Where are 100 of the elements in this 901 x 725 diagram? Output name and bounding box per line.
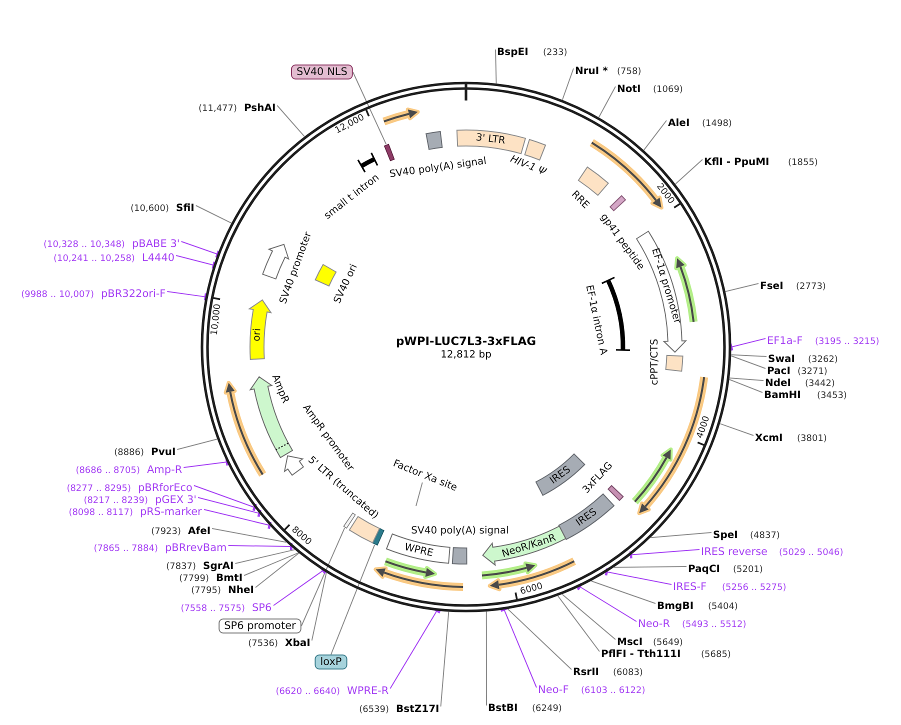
leader-line — [613, 566, 687, 568]
restriction-site-label: SpeI (4837) — [713, 530, 780, 541]
feature-block: ori — [248, 300, 272, 360]
scale-label: 10,000 — [210, 303, 224, 336]
primer-label: (8217 .. 8239) pGEX 3' — [84, 494, 197, 506]
restriction-site-label: XcmI (3801) — [755, 433, 827, 444]
leader-line — [486, 611, 487, 706]
leader-line — [273, 566, 326, 606]
leader-line — [176, 438, 218, 450]
restriction-site-label: PflFI - Tth111I (5685) — [601, 649, 731, 660]
leader-line — [193, 485, 258, 512]
leader-line — [562, 68, 574, 100]
primer-label: EF1a-F (3195 .. 3215) — [767, 335, 880, 347]
primer-label: (10,241 .. 10,258) L4440 — [54, 252, 175, 264]
orf-segment — [224, 380, 266, 476]
restriction-site-label: (7795) NheI — [191, 585, 254, 596]
feature-callout: SV40 NLS — [291, 64, 353, 80]
restriction-site-label: NotI (1069) — [617, 84, 683, 95]
restriction-site-label: FseI (2773) — [760, 281, 826, 292]
orf-segment — [482, 562, 538, 580]
leader-line — [507, 608, 572, 670]
plasmid-name: pWPI-LUC7L3-3xFLAG — [396, 334, 536, 348]
restriction-site-label: RsrII (6083) — [573, 667, 643, 678]
restriction-site-label: KflI - PpuMI (1855) — [704, 157, 818, 168]
primer-label: (8277 .. 8295) pBRforEco — [66, 482, 192, 494]
feature-callout: SP6 promoter — [218, 618, 302, 634]
restriction-site-label: NdeI (3442) — [765, 378, 835, 389]
leader-line — [352, 72, 387, 145]
restriction-site-label: (7536) XbaI — [248, 638, 310, 649]
feature-label: SV40 ori — [332, 262, 360, 306]
restriction-site-label: PacI (3271) — [767, 366, 828, 377]
leader-line — [562, 594, 616, 640]
orf-segment — [384, 558, 437, 579]
leader-line — [228, 543, 292, 550]
leader-line — [276, 105, 305, 137]
primer-label: (7865 .. 7884) pBRrevBam — [94, 542, 227, 554]
leader-line — [720, 423, 754, 436]
leader-line — [204, 509, 272, 529]
primer-label: Neo-F (6103 .. 6122) — [538, 684, 646, 696]
feature-callout: loxP — [314, 654, 348, 670]
leader-line — [255, 552, 300, 588]
restriction-site-label: (7923) AfeI — [151, 526, 211, 537]
leader-line — [650, 532, 712, 538]
orf-segment — [374, 566, 464, 591]
feature-block: WPRE — [386, 534, 450, 564]
leader-line — [390, 608, 441, 689]
scale-label: 4000 — [695, 414, 712, 440]
leader-line — [598, 86, 616, 118]
leader-line — [198, 497, 262, 518]
primer-label: Neo-R (5493 .. 5512) — [638, 618, 746, 630]
restriction-site-label: BmgBI (5404) — [657, 601, 738, 612]
leader-line — [330, 544, 376, 655]
primer-label: (8686 .. 8705) Amp-R — [76, 464, 182, 476]
leader-line — [166, 291, 208, 300]
leader-line — [729, 378, 764, 381]
leader-line — [576, 583, 637, 622]
leader-line — [300, 528, 346, 626]
plasmid-length: 12,812 bp — [440, 350, 492, 360]
leader-line — [500, 607, 537, 688]
primer-label: IRES reverse (5029 .. 5046) — [701, 546, 844, 558]
leader-line — [730, 355, 766, 369]
leader-line — [604, 568, 672, 585]
restriction-site-label: BstBI (6249) — [488, 703, 562, 714]
leader-line — [180, 241, 220, 258]
leader-line — [195, 205, 232, 224]
leader-line — [590, 580, 656, 604]
restriction-site-label: (7799) BmtI — [179, 573, 243, 584]
leader-line — [440, 611, 450, 707]
leader-line — [629, 549, 700, 558]
feature-label: EF-1α intron A — [583, 284, 609, 356]
restriction-site-label: BamHI (3453) — [764, 390, 847, 401]
leader-line — [244, 552, 299, 576]
restriction-site-label: MscI (5649) — [617, 637, 683, 648]
restriction-site-label: (11,477) PshAI — [198, 103, 276, 114]
leader-line — [234, 549, 296, 564]
feature-label: AmpR — [269, 373, 291, 405]
leader-line — [416, 482, 423, 506]
leader-line — [725, 283, 759, 292]
leader-line — [730, 354, 767, 357]
feature-label: HIV-1 Ψ — [508, 154, 548, 178]
feature-label: Factor Xa site — [391, 458, 459, 494]
restriction-site-label: NruI * (758) — [575, 66, 642, 77]
restriction-site-label: (8886) PvuI — [114, 447, 176, 458]
primer-label: (6620 .. 6640) WPRE-R — [276, 685, 389, 697]
primer-label: (9988 .. 10,007) pBR322ori-F — [21, 288, 166, 300]
restriction-site-label: BspEI (233) — [497, 47, 568, 58]
restriction-site-label: PaqCI (5201) — [688, 564, 763, 575]
restriction-site-label: AleI (1498) — [668, 118, 732, 129]
feature-mark — [384, 144, 395, 162]
leader-line — [729, 338, 766, 351]
leader-line — [557, 595, 600, 652]
leader-line — [183, 458, 229, 468]
primer-label: (7558 .. 7575) SP6 — [180, 602, 272, 614]
leader-line — [674, 159, 703, 185]
leader-line — [643, 120, 667, 151]
restriction-site-label: SwaI (3262) — [768, 354, 838, 365]
scale-label: 6000 — [519, 581, 544, 598]
orf-segment — [382, 108, 420, 126]
primer-label: IRES-F (5256 .. 5275) — [673, 581, 786, 593]
leader-line — [311, 572, 327, 641]
